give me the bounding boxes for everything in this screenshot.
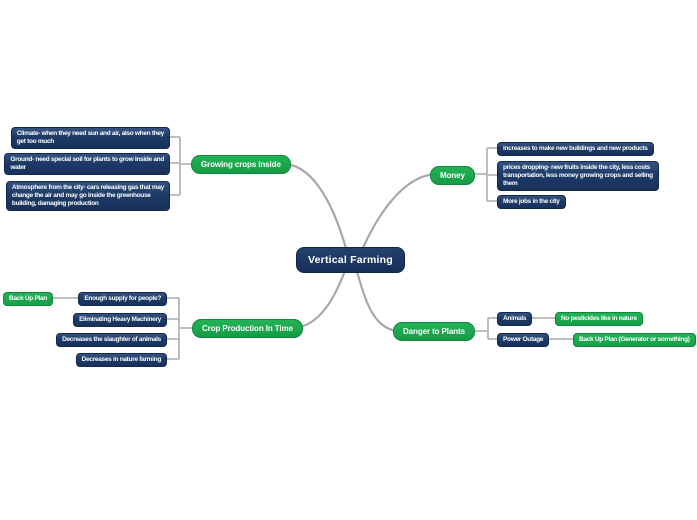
leaf-node-more-jobs[interactable]: More jobs in the city [497,195,566,209]
center-line-growing-crops [284,162,349,254]
root-node-vertical-farming[interactable]: Vertical Farming [296,247,405,273]
center-line-money [359,172,436,254]
branch-node-growing-crops-inside[interactable]: Growing crops inside [191,155,291,174]
leaf-node-no-pesticides[interactable]: No pesticides like in nature [555,312,643,326]
leaf-node-back-up-plan[interactable]: Back Up Plan [3,292,53,306]
elbow-growing-crops [160,136,198,196]
branch-node-danger-to-plants[interactable]: Danger to Plants [393,322,475,341]
branch-node-money[interactable]: Money [430,166,475,185]
branch-node-crop-production-in-time[interactable]: Crop Production In Time [192,319,303,338]
leaf-node-back-up-plan-generator[interactable]: Back Up Plan (Generator or something) [573,333,696,347]
leaf-node-prices-dropping[interactable]: prices dropping- new fruits inside the c… [497,161,659,191]
leaf-node-power-outage[interactable]: Power Outage [497,333,550,347]
center-line-crop-production [293,266,348,330]
leaf-node-atmosphere[interactable]: Atmosphere from the city- cars releasing… [5,181,170,211]
leaf-node-decreases-nature-farming[interactable]: Decreases in nature farming [75,353,167,367]
leaf-node-enough-supply[interactable]: Enough supply for people? [78,292,167,306]
leaf-node-decreases-slaughter[interactable]: Decreases the slaughter of animals [56,333,167,347]
leaf-node-increases-buildings[interactable]: increases to make new buildings and new … [497,142,654,156]
elbow-money [468,147,504,202]
leaf-node-ground[interactable]: Ground- need special soil for plants to … [4,153,170,175]
center-line-danger [354,266,399,333]
elbow-crop-production [45,297,200,360]
leaf-node-eliminating-machinery[interactable]: Eliminating Heavy Machinery [73,313,167,327]
elbow-danger [468,317,578,340]
leaf-node-climate[interactable]: Climate- when they need sun and air, als… [10,127,170,149]
leaf-node-animals[interactable]: Animals [497,312,533,326]
